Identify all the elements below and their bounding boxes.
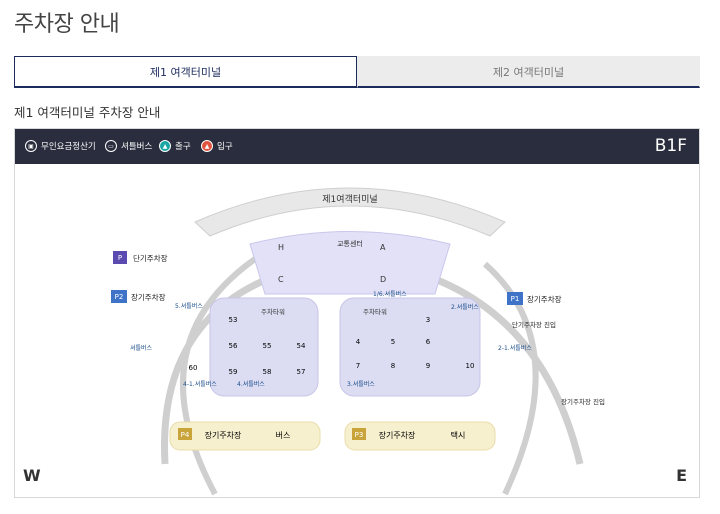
legend-kiosk: ▣ 무인요금정산기 — [25, 140, 96, 152]
block-53: 53 — [229, 316, 238, 324]
p1-badge — [507, 292, 523, 305]
block-5: 5 — [391, 338, 395, 346]
block-9: 9 — [426, 362, 430, 370]
kiosk-icon: ▣ — [25, 140, 37, 152]
bus-icon: ▭ — [105, 140, 117, 152]
entry-long-label: 장기주차장 진입 — [561, 397, 605, 406]
p3-label: 장기주차장 — [379, 430, 416, 440]
p3-code: P3 — [355, 431, 364, 439]
compass-east: E — [676, 466, 687, 485]
legend-bus-label: 셔틀버스 — [121, 142, 153, 152]
block-57: 57 — [297, 368, 306, 376]
tab-terminal-1[interactable]: 제1 여객터미널 — [14, 56, 357, 88]
bus-zone-label: 버스 — [276, 430, 291, 440]
road-right-loop — [483, 261, 539, 496]
short-term-badge — [113, 251, 127, 264]
legend-exit-label: 출구 — [175, 142, 191, 152]
page-title: 주차장 안내 — [14, 12, 120, 37]
terminal-label: 제1여객터미널 — [322, 193, 377, 205]
section-title: 제1 여객터미널 주차장 안내 — [14, 105, 161, 120]
p1-label: 장기주차장 — [527, 294, 562, 304]
zone-d: D — [380, 275, 386, 284]
map-legend-bar: ▣ 무인요금정산기 ▭ 셔틀버스 ▲ 출구 ▲ 입구 B1F — [15, 129, 699, 164]
stop-4: 4.셔틀버스 — [237, 380, 265, 388]
terminal-tabs: 제1 여객터미널 제2 여객터미널 — [14, 56, 700, 88]
compass-west: W — [23, 466, 41, 485]
block-8: 8 — [391, 362, 395, 370]
taxi-zone-label: 택시 — [451, 430, 466, 440]
parking-block-right — [339, 297, 481, 397]
p2-label: 장기주차장 — [131, 292, 166, 302]
legend-entrance-label: 입구 — [217, 142, 233, 152]
floor-label: B1F — [654, 136, 687, 156]
zone-c: C — [278, 275, 284, 284]
stop-2: 2.셔틀버스 — [451, 303, 479, 311]
block-58: 58 — [263, 368, 272, 376]
tower-left-label: 주차타워 — [261, 307, 285, 316]
tab-terminal-2[interactable]: 제2 여객터미널 — [357, 56, 700, 88]
legend-kiosk-label: 무인요금정산기 — [41, 142, 96, 152]
lot-p3 — [344, 421, 496, 451]
stop-1-6: 1/6.셔틀버스 — [373, 290, 407, 298]
zone-h: H — [278, 243, 284, 252]
lot-p4 — [169, 421, 321, 451]
p1-code: P1 — [511, 295, 520, 303]
entrance-icon: ▲ — [201, 140, 213, 152]
stop-2-1: 2-1.셔틀버스 — [498, 344, 532, 352]
legend-exit: ▲ 출구 — [159, 140, 191, 152]
block-60: 60 — [189, 364, 198, 372]
stop-4-1: 4-1.셔틀버스 — [183, 380, 217, 388]
road-left-loop — [180, 256, 257, 496]
exit-icon: ▲ — [159, 140, 171, 152]
stop-3: 3.셔틀버스 — [347, 380, 375, 388]
stop-5: 5.셔틀버스 — [175, 302, 203, 310]
tower-right-label: 주차타워 — [363, 307, 387, 316]
block-6: 6 — [426, 338, 431, 346]
zone-a: A — [380, 243, 386, 252]
legend-entrance: ▲ 입구 — [201, 140, 233, 152]
short-term-code: P — [118, 254, 122, 262]
block-10: 10 — [466, 362, 475, 370]
block-3: 3 — [426, 316, 430, 324]
block-4: 4 — [356, 338, 361, 346]
p2-code: P2 — [115, 293, 124, 301]
block-56: 56 — [229, 342, 238, 350]
p4-label: 장기주차장 — [205, 430, 242, 440]
parking-block-left — [209, 297, 319, 397]
block-54: 54 — [297, 342, 306, 350]
block-55: 55 — [263, 342, 272, 350]
transport-center — [249, 231, 451, 295]
map-drawing: 제1여객터미널 교통센터 H A C D 주차타워 53 56 55 54 60… — [111, 187, 605, 496]
short-term-label: 단기주차장 — [133, 253, 168, 263]
p2-badge — [111, 290, 127, 303]
parking-map: ▣ 무인요금정산기 ▭ 셔틀버스 ▲ 출구 ▲ 입구 B1F 제1여객터미널 교… — [14, 128, 700, 498]
p4-code: P4 — [181, 431, 190, 439]
p4-badge — [178, 428, 192, 440]
transport-center-label: 교통센터 — [337, 239, 363, 248]
terminal-building — [194, 187, 506, 237]
block-7: 7 — [356, 362, 360, 370]
stop-left: 셔틀버스 — [130, 344, 153, 352]
p3-badge — [352, 428, 366, 440]
block-59: 59 — [229, 368, 238, 376]
entry-short-label: 단기주차장 진입 — [512, 320, 556, 329]
legend-bus: ▭ 셔틀버스 — [105, 140, 152, 152]
